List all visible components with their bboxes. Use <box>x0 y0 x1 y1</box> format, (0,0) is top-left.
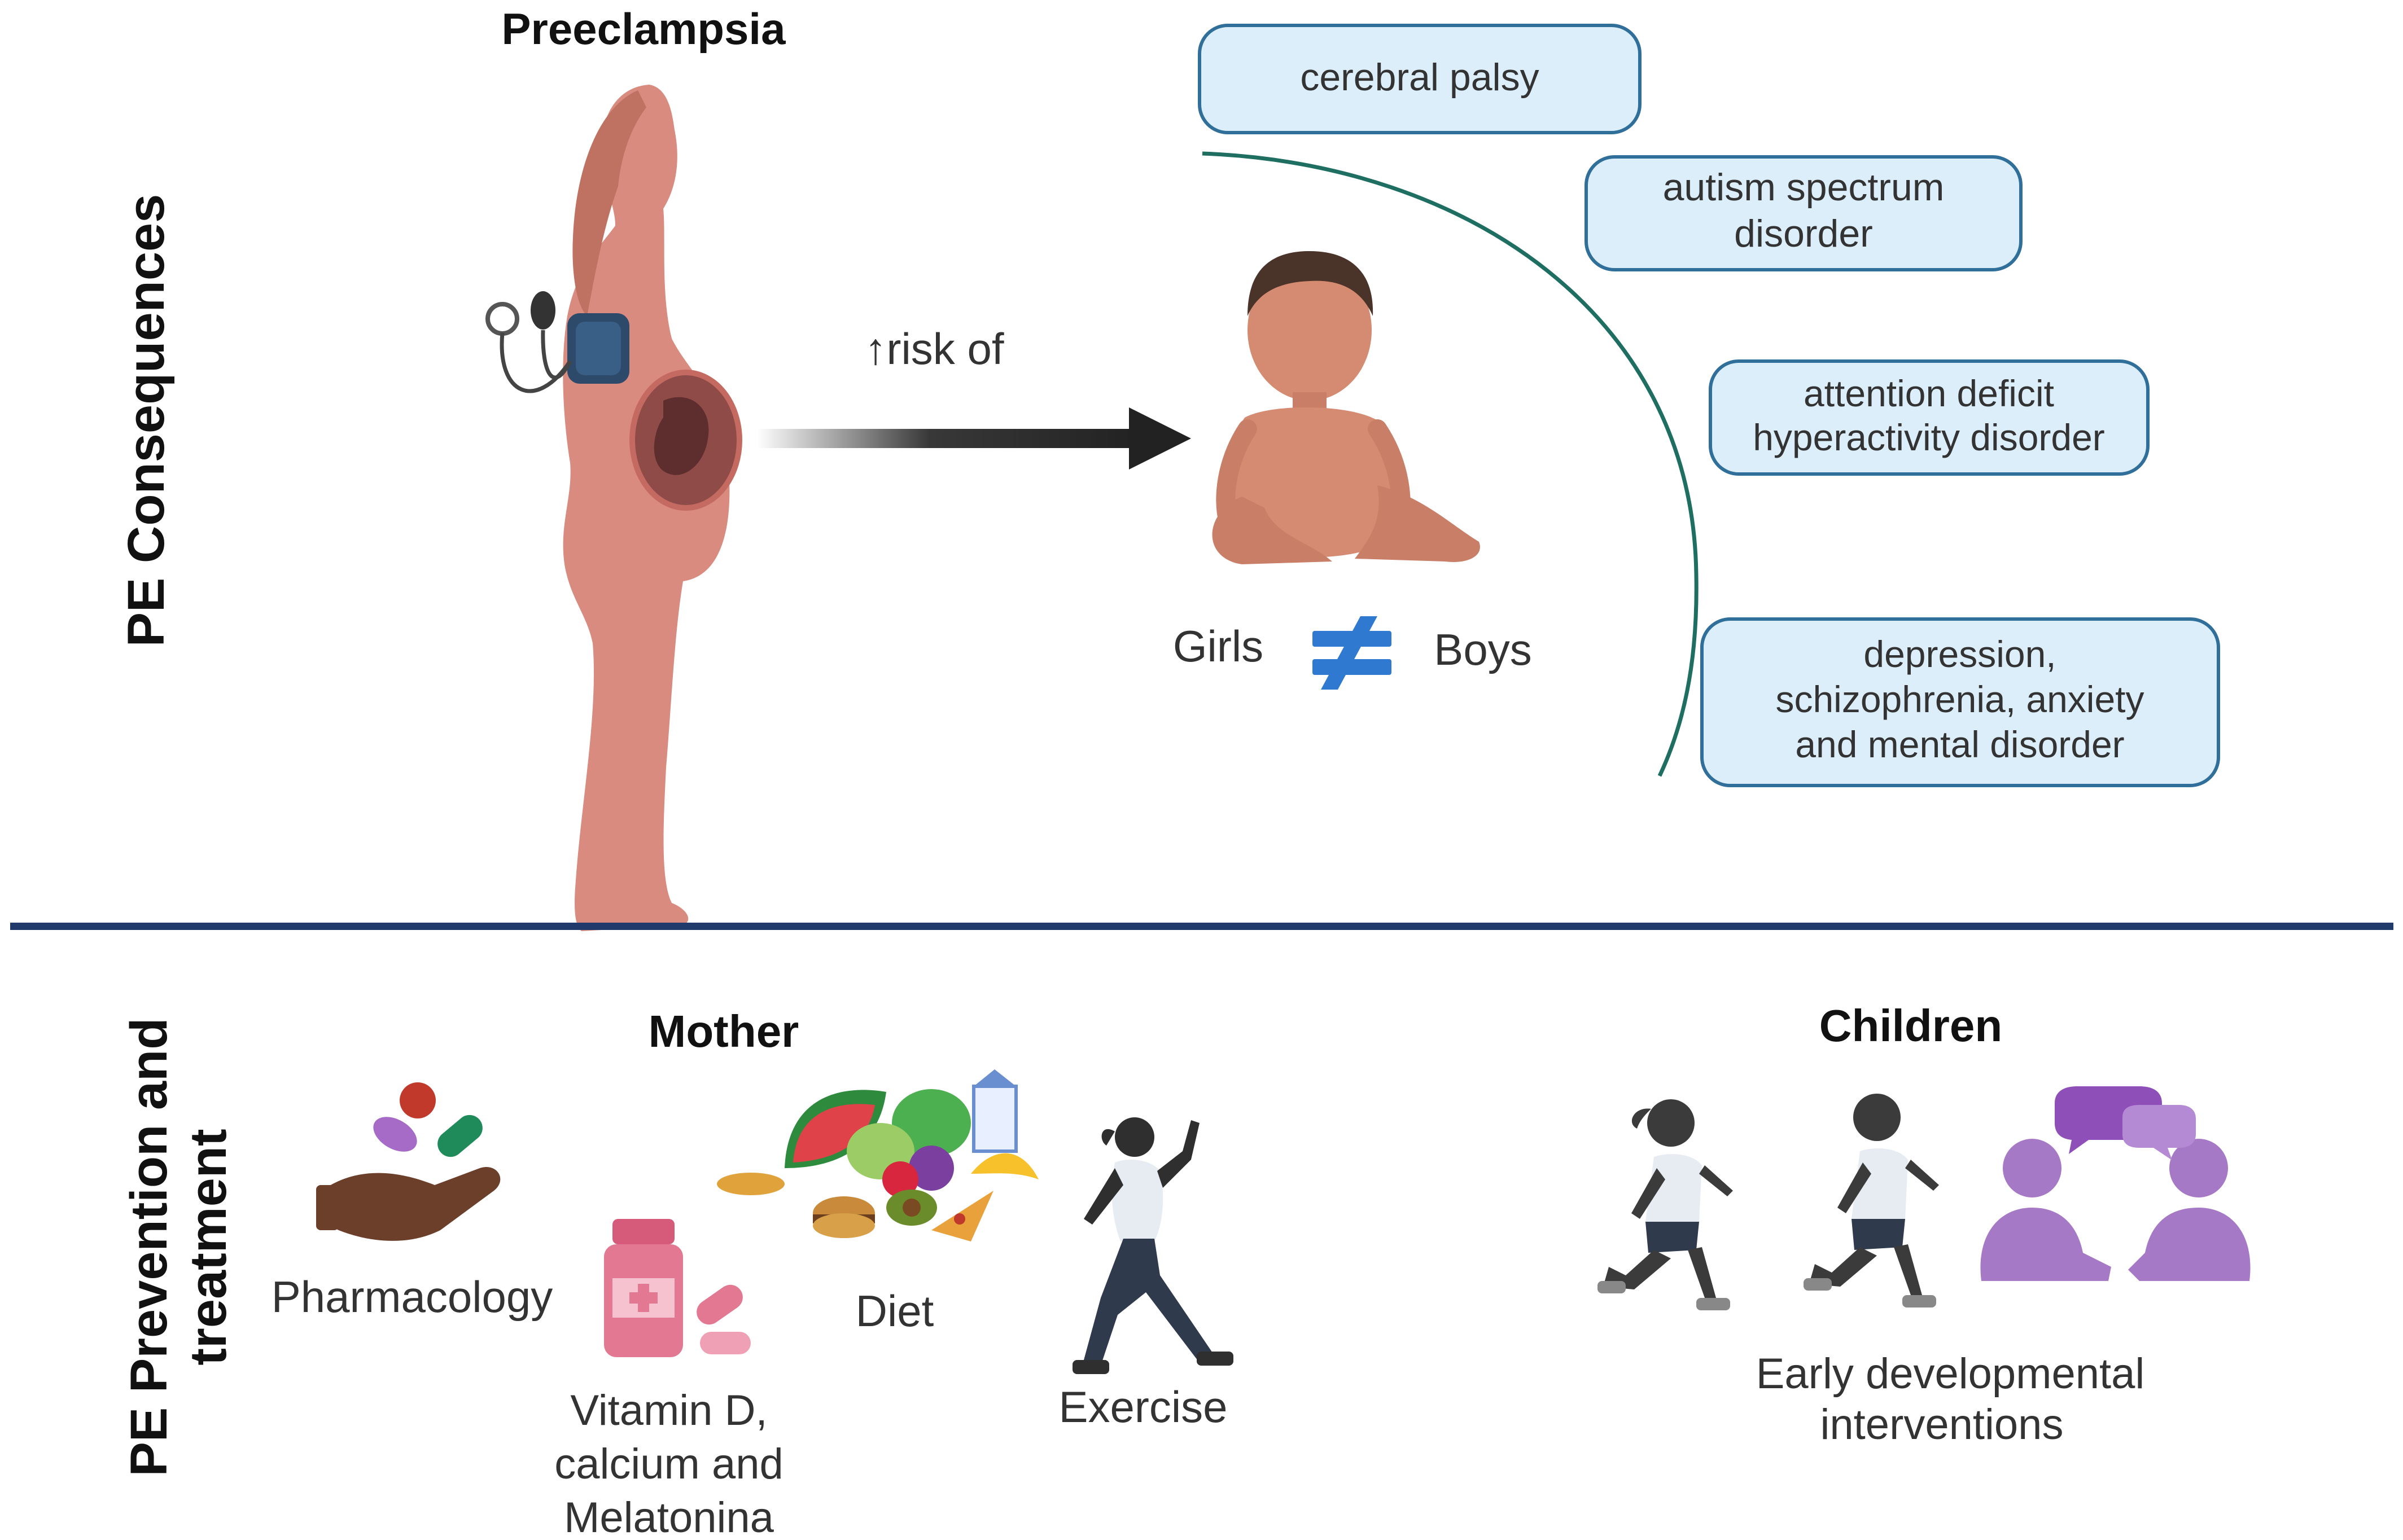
supplements-line: Vitamin D, <box>570 1387 767 1434</box>
outcome-box: attention deficit hyperactivity disorder <box>1709 359 2150 476</box>
risk-of-label: ↑risk of <box>864 324 1004 374</box>
svg-text:autism spectrum: autism spectrum <box>1663 166 1945 209</box>
supplements-line: Melatonina <box>564 1494 774 1540</box>
svg-text:attention deficit: attention deficit <box>1804 372 2054 414</box>
children-title: Children <box>1819 1001 2002 1051</box>
svg-text:hyperactivity disorder: hyperactivity disorder <box>1753 416 2105 458</box>
interventions-line: interventions <box>1820 1401 2064 1449</box>
diet-label: Diet <box>856 1286 934 1336</box>
blood-pressure-cuff-icon <box>485 291 629 393</box>
svg-text:depression,: depression, <box>1863 633 2056 675</box>
food-icon <box>717 1069 1039 1241</box>
preeclampsia-title: Preeclampsia <box>501 4 786 54</box>
pill-hand-icon <box>316 1082 501 1241</box>
pe-prevention-label: PE Prevention and treatment <box>120 1018 237 1477</box>
not-equal-icon <box>1312 616 1391 690</box>
pregnant-woman-icon <box>563 85 742 931</box>
pharmacology-label: Pharmacology <box>272 1272 553 1322</box>
exercise-label: Exercise <box>1058 1382 1227 1432</box>
svg-text:disorder: disorder <box>1734 212 1873 255</box>
svg-text:PE Prevention and: PE Prevention and <box>120 1018 178 1477</box>
outcome-box: depression, schizophrenia, anxiety and m… <box>1700 617 2220 787</box>
supplement-bottle-icon <box>604 1219 751 1357</box>
outcome-box: autism spectrum disorder <box>1585 155 2023 271</box>
outcome-box: cerebral palsy <box>1198 24 1642 134</box>
svg-text:treatment: treatment <box>180 1129 237 1365</box>
boys-label: Boys <box>1434 625 1531 674</box>
child-runner-icon <box>1804 1094 1939 1308</box>
mother-title: Mother <box>649 1006 799 1056</box>
runner-icon <box>1073 1117 1233 1374</box>
speech-bubble-icon <box>1980 1086 2251 1281</box>
svg-text:cerebral palsy: cerebral palsy <box>1300 56 1539 99</box>
interventions-line: Early developmental <box>1756 1350 2145 1398</box>
section-divider <box>10 923 2393 930</box>
svg-text:and mental disorder: and mental disorder <box>1795 723 2124 765</box>
baby-icon <box>1212 251 1480 564</box>
girls-label: Girls <box>1173 621 1263 671</box>
outcome-bracket-curve <box>1202 151 1699 777</box>
svg-text:schizophrenia, anxiety: schizophrenia, anxiety <box>1775 678 2144 720</box>
supplements-line: calcium and <box>554 1440 784 1488</box>
child-runner-icon <box>1597 1099 1733 1310</box>
risk-arrow <box>756 407 1191 470</box>
pe-consequences-label: PE Consequences <box>117 194 175 647</box>
